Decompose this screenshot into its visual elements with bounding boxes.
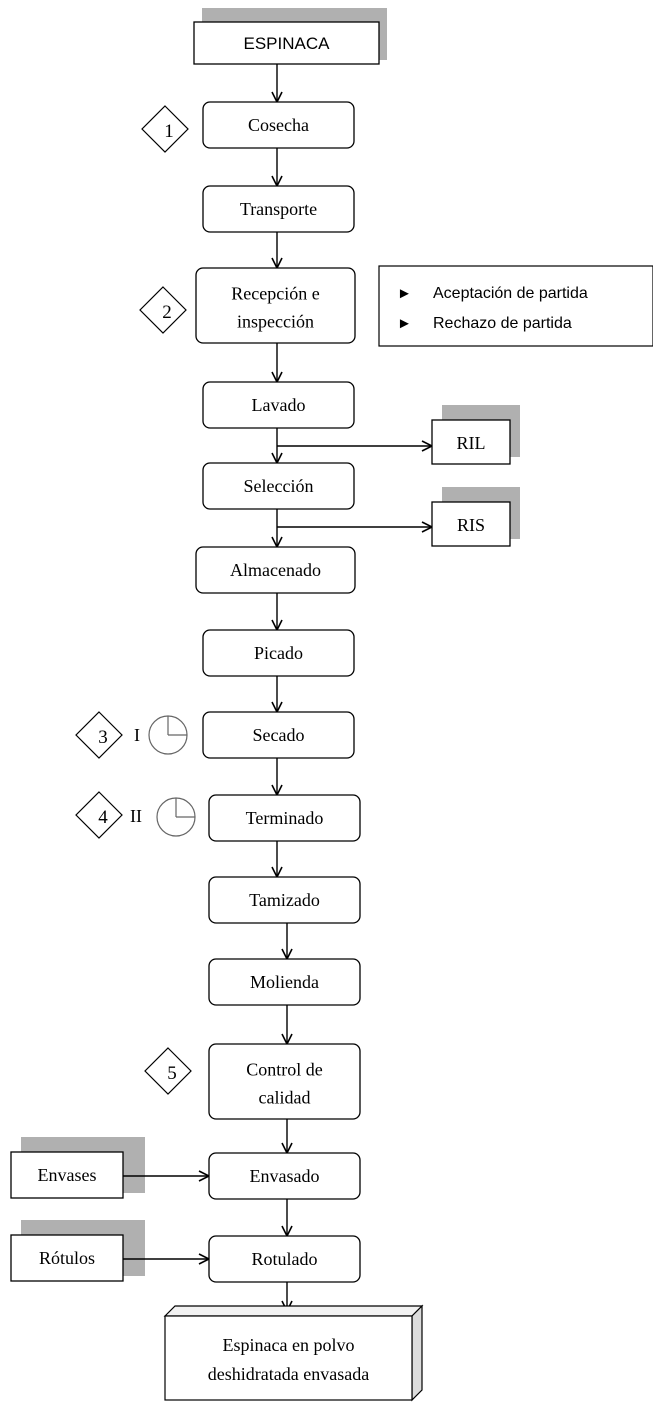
step-box-lavado (202, 381, 355, 429)
control-point-diamond-4 (75, 791, 123, 839)
start-box (193, 21, 380, 65)
control-point-number-5: 5 (167, 1063, 177, 1084)
step-box-control (208, 1043, 361, 1120)
step-box-molienda (208, 958, 361, 1006)
step-label-control-line2: calidad (259, 1088, 311, 1108)
clock-icon (156, 797, 196, 837)
end-box-side (411, 1304, 423, 1402)
step-label-secado: Secado (253, 725, 305, 745)
step-label-seleccion: Selección (244, 476, 314, 496)
control-point-number-1: 1 (164, 121, 174, 142)
step-box-almacenado (195, 546, 356, 594)
step-label-molienda: Molienda (250, 972, 319, 992)
output-box-ris (431, 501, 511, 547)
step-label-tamizado: Tamizado (249, 890, 320, 910)
step-label-recepcion-line1: Recepción e (231, 284, 319, 304)
inspection-note-item: Rechazo de partida (433, 315, 572, 332)
end-label-line2: deshidratada envasada (208, 1364, 369, 1384)
output-box-ril (431, 419, 511, 465)
step-label-control-line1: Control de (246, 1060, 323, 1080)
input-box-envases (10, 1151, 124, 1199)
inspection-note-item: Aceptación de partida (433, 285, 588, 302)
control-point-diamond-1 (141, 105, 189, 153)
start-label: ESPINACA (244, 34, 331, 53)
clock-icon (148, 715, 188, 755)
output-label-ril: RIL (457, 433, 486, 453)
step-box-seleccion (202, 462, 355, 510)
step-box-envasado (208, 1152, 361, 1200)
end-box-top (163, 1305, 424, 1317)
step-label-recepcion-line2: inspección (237, 312, 314, 332)
inspection-note-bullet: ► (397, 315, 412, 332)
step-label-almacenado: Almacenado (230, 560, 321, 580)
end-label-line1: Espinaca en polvo (223, 1335, 355, 1355)
inspection-note-box (378, 265, 653, 347)
control-point-diamond-5 (144, 1047, 192, 1095)
timer-label-I: I (134, 725, 140, 745)
step-label-transporte: Transporte (240, 199, 317, 219)
end-box (164, 1315, 413, 1401)
control-point-diamond-3 (75, 711, 123, 759)
step-box-tamizado (208, 876, 361, 924)
control-point-diamond-2 (139, 286, 187, 334)
control-point-number-2: 2 (162, 302, 172, 323)
control-point-number-3: 3 (98, 727, 108, 748)
step-box-cosecha (202, 101, 355, 149)
step-box-terminado (208, 794, 361, 842)
step-box-transporte (202, 185, 355, 233)
step-label-lavado: Lavado (252, 395, 306, 415)
control-point-number-4: 4 (98, 807, 108, 828)
input-label-rotulos: Rótulos (39, 1248, 95, 1268)
step-label-envasado: Envasado (250, 1166, 320, 1186)
inspection-note-bullet: ► (397, 285, 412, 302)
step-box-recepcion (195, 267, 356, 344)
input-label-envases: Envases (38, 1165, 97, 1185)
step-label-rotulado: Rotulado (252, 1249, 318, 1269)
timer-label-II: II (130, 806, 142, 826)
step-label-terminado: Terminado (246, 808, 324, 828)
input-box-rotulos (10, 1234, 124, 1282)
step-box-picado (202, 629, 355, 677)
step-box-secado (202, 711, 355, 759)
step-label-cosecha: Cosecha (248, 115, 309, 135)
step-label-picado: Picado (254, 643, 303, 663)
step-box-rotulado (208, 1235, 361, 1283)
output-label-ris: RIS (457, 515, 485, 535)
